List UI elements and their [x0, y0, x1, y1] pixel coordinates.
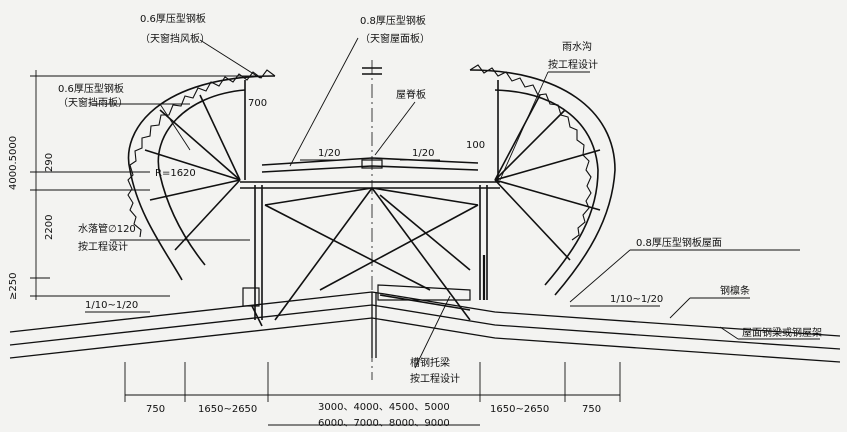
channel-truss-note: 按工程设计	[410, 372, 460, 385]
drain-pipe-label: 水落管∅120	[78, 222, 136, 235]
slope-right-roof: 1/10~1/20	[610, 294, 663, 305]
right-corrugation	[469, 64, 592, 241]
left-skylight-wing	[127, 69, 276, 327]
left-corrugation	[127, 69, 276, 238]
dim-height-2200: 2200	[44, 215, 55, 240]
dim-bottom-mid-a: 3000、4000、4500、5000	[318, 402, 450, 413]
canopy-sheet-top-note: （天窗挡风板）	[140, 32, 210, 45]
dimension-labels: 700 100 4000.5000 290 2200 ≥250 750 1650…	[8, 98, 601, 429]
slope-labels: 1/20 1/20 1/10~1/20 1/10~1/20	[85, 148, 663, 311]
dim-bottom-right-span: 1650~2650	[490, 404, 549, 415]
ridge-plate-label: 屋脊板	[396, 88, 426, 101]
dim-bottom-right-750: 750	[582, 404, 601, 415]
roof-sheet-right-label: 0.8厚压型钢板屋面	[636, 236, 722, 249]
slope-left-top: 1/20	[318, 148, 340, 159]
roof-beam-label: 屋面钢梁或钢屋架	[742, 326, 822, 339]
canopy-sheet-top-label: 0.6厚压型钢板	[140, 12, 206, 25]
dim-width-100: 100	[466, 140, 485, 151]
dim-bottom-mid-b: 6000、7000、8000、9000	[318, 418, 450, 429]
left-dimension-lines	[30, 70, 270, 300]
dim-height-total: 4000.5000	[8, 136, 19, 190]
roof-panel-sheet-note: （天窗屋面板）	[360, 32, 430, 45]
slope-right-top: 1/20	[412, 148, 434, 159]
canopy-sheet-left-label: 0.6厚压型钢板	[58, 82, 124, 95]
channel-truss-label: 槽钢托梁	[410, 356, 450, 369]
radius-label: R=1620	[155, 168, 196, 179]
bottom-dimension-lines	[124, 362, 621, 426]
dim-bottom-left-750: 750	[146, 404, 165, 415]
dim-bottom-left-span: 1650~2650	[198, 404, 257, 415]
dim-width-700: 700	[248, 98, 267, 109]
gutter-label: 雨水沟	[562, 40, 592, 53]
purlin-label: 钢檩条	[720, 284, 750, 297]
right-skylight-wing	[469, 64, 616, 300]
canopy-sheet-left-note: （天窗挡雨板）	[58, 96, 128, 109]
dim-height-290: 290	[44, 153, 55, 172]
dim-height-250: ≥250	[8, 273, 19, 300]
callout-labels: 0.6厚压型钢板 （天窗挡风板） 0.6厚压型钢板 （天窗挡雨板） 0.8厚压型…	[58, 12, 822, 385]
roof-panel-sheet-label: 0.8厚压型钢板	[360, 14, 426, 27]
gutter-note: 按工程设计	[548, 58, 598, 71]
central-frame	[240, 60, 500, 380]
roof-beam-lines	[9, 291, 841, 363]
leader-lines	[85, 37, 820, 369]
channel-truss	[377, 284, 471, 301]
slope-left-roof: 1/10~1/20	[85, 300, 138, 311]
drain-pipe-note: 按工程设计	[78, 240, 128, 253]
